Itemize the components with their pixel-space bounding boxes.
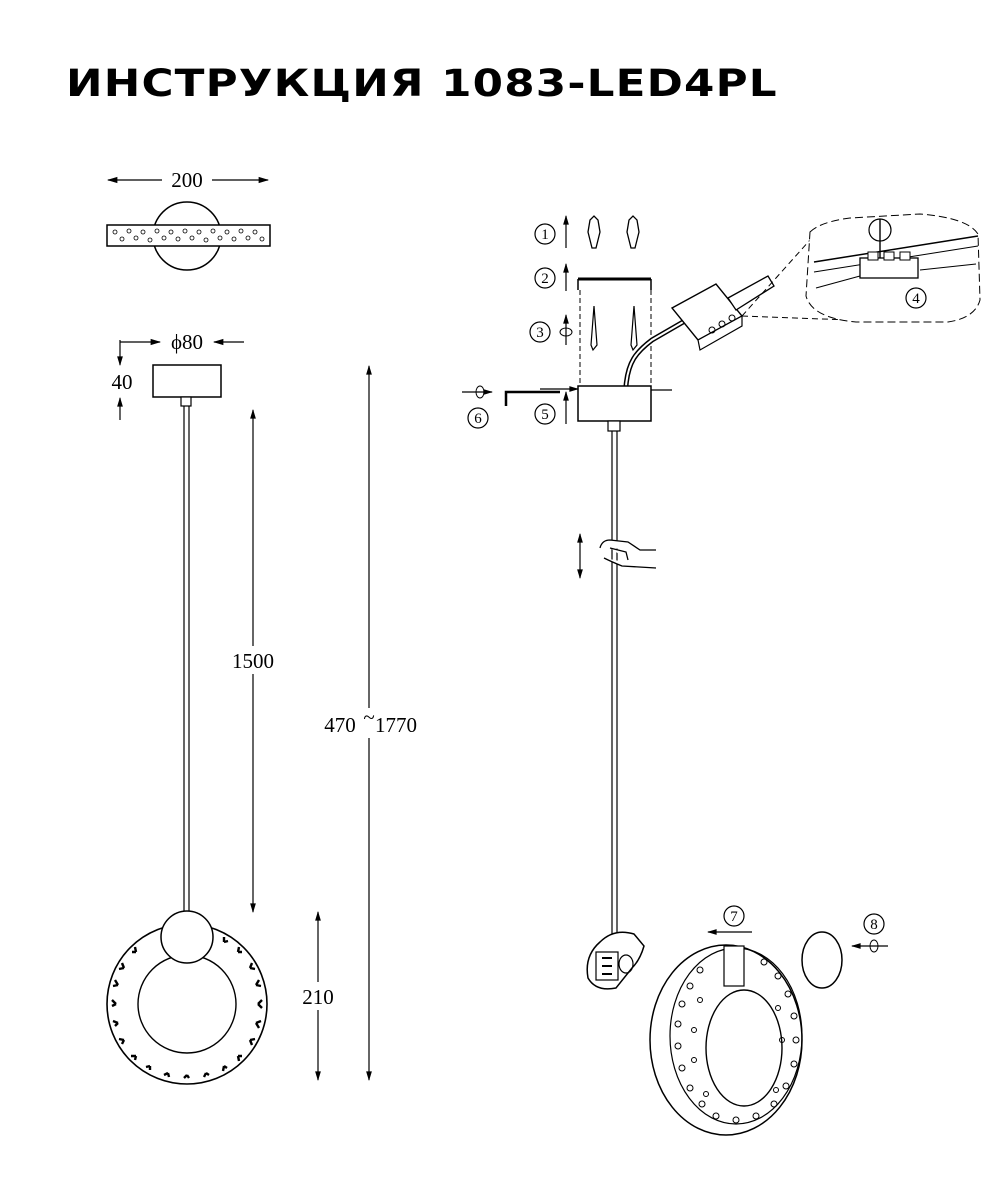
canopy-diameter-label: ϕ80 <box>171 330 203 354</box>
light-ball <box>160 910 214 964</box>
allen-key <box>504 390 560 406</box>
end-cover <box>801 931 843 989</box>
total-height-max: 1770 <box>375 713 417 737</box>
width-label: 200 <box>171 168 203 192</box>
canopy-height-label: 40 <box>112 370 133 394</box>
ring-crystal-pattern <box>111 937 263 1079</box>
step-4-label: 4 <box>912 291 920 307</box>
installation-view: 1 2 3 <box>462 213 981 1136</box>
step-2-label: 2 <box>541 271 549 287</box>
screw-left <box>590 305 598 352</box>
wall-anchor-left <box>587 215 601 249</box>
step-1-label: 1 <box>541 227 549 243</box>
hand-adjust <box>599 539 657 569</box>
total-height-sep: ~ <box>363 705 374 729</box>
top-view: 200 <box>106 168 271 271</box>
total-height-min: 470 <box>324 713 356 737</box>
front-view: ϕ80 40 1500 470 ~ 1770 210 <box>106 330 424 1085</box>
canopy-installed <box>577 385 652 422</box>
cable-length-label: 1500 <box>232 649 274 673</box>
step-3-label: 3 <box>536 325 544 341</box>
ring-hole-pattern <box>674 958 800 1124</box>
ring-height-label: 210 <box>302 985 334 1009</box>
step-7-label: 7 <box>730 909 738 925</box>
step-8-label: 8 <box>870 917 878 933</box>
page-title: ИНСТРУКЦИЯ 1083-LED4PL <box>66 62 778 105</box>
canopy <box>152 364 222 398</box>
screw-right <box>630 305 638 352</box>
step-6-label: 6 <box>474 411 482 427</box>
top-view-texture <box>112 228 265 243</box>
wall-anchor-right <box>626 215 640 249</box>
step-5-label: 5 <box>541 407 549 423</box>
